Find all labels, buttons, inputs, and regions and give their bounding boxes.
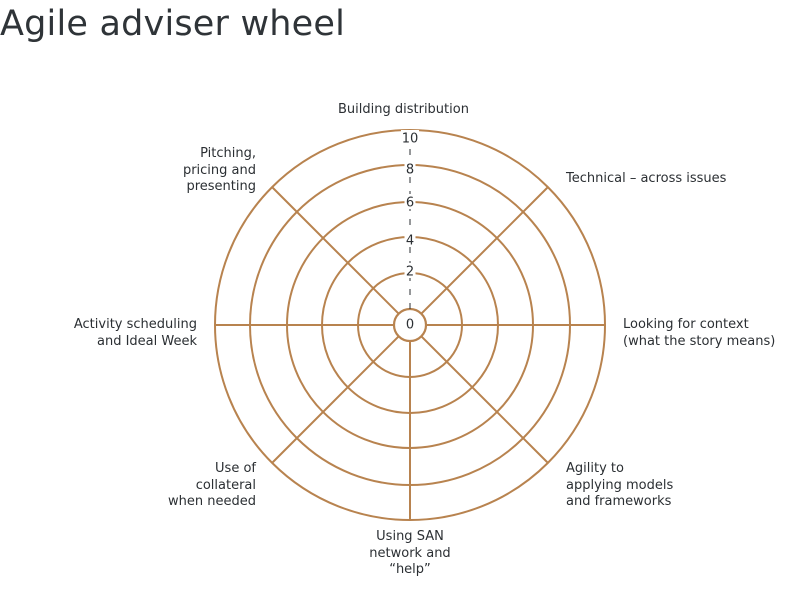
scale-tick-label: 4 [406, 234, 414, 249]
scale-tick-label: 0 [406, 318, 414, 333]
tick-label-background [401, 130, 419, 145]
wheel-spoke [420, 186, 549, 315]
segment-label-building-distribution: Building distribution [338, 102, 469, 117]
scale-tick-label: 6 [406, 196, 414, 211]
scale-ticks: 0 2 4 6 8 10 [401, 130, 419, 333]
scale-tick-label: 8 [406, 163, 414, 178]
segment-label-looking-for-context: Looking for context (what the story mean… [623, 317, 776, 349]
wheel-spoke [271, 186, 400, 315]
segment-label-technical: Technical – across issues [566, 171, 727, 186]
wheel-spoke [420, 335, 549, 464]
segment-label-agility: Agility to applying models and framework… [566, 461, 674, 509]
scale-tick-label: 2 [406, 265, 414, 280]
segment-label-pitching: Pitching, pricing and presenting [182, 146, 256, 194]
segment-label-use-of-collateral: Use of collateral when needed [168, 461, 256, 509]
wheel-spokes [215, 130, 605, 520]
tick-label-background [404, 263, 416, 278]
segment-label-activity-scheduling: Activity scheduling and Ideal Week [73, 317, 197, 349]
tick-label-background [404, 161, 416, 176]
scale-tick-label: 10 [402, 132, 419, 147]
segment-label-using-san: Using SAN network and “help” [369, 529, 451, 577]
tick-label-background [404, 194, 416, 209]
wheel-spoke [271, 335, 400, 464]
tick-label-background [404, 316, 416, 331]
page-title: Agile adviser wheel [0, 4, 346, 44]
tick-label-background [404, 232, 416, 247]
